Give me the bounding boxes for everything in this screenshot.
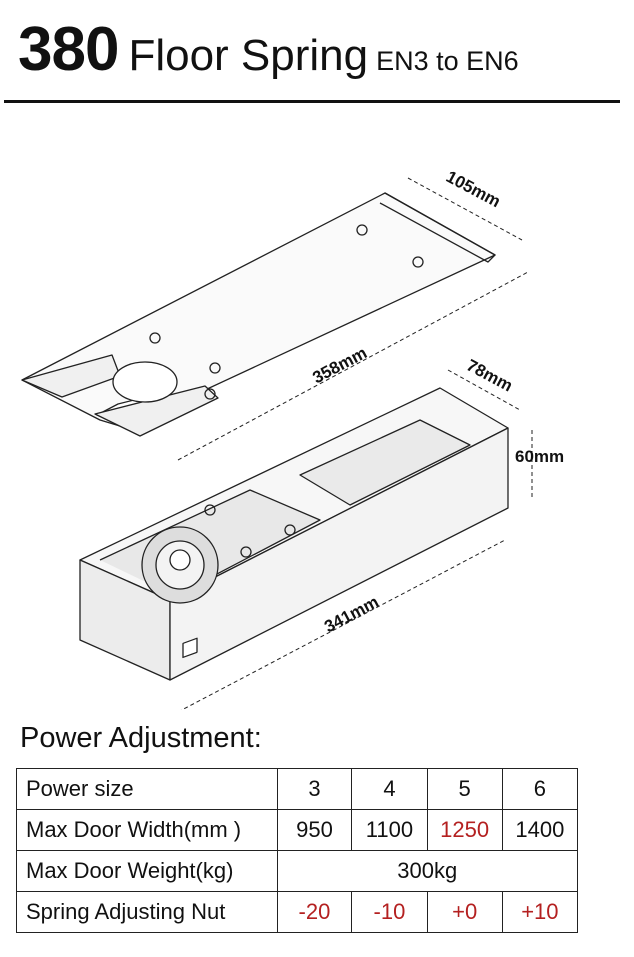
en-rating: EN3 to EN6 — [376, 46, 519, 76]
row-label: Power size — [16, 768, 278, 810]
cell: -20 — [276, 891, 353, 933]
cell: 4 — [351, 768, 428, 810]
cell: +10 — [501, 891, 579, 933]
row-label: Spring Adjusting Nut — [16, 891, 278, 933]
dim-plate-length: 358mm — [309, 343, 370, 387]
cell: 5 — [426, 768, 503, 810]
section-heading: Power Adjustment: — [20, 722, 262, 754]
table-row: Power size 3 4 5 6 — [16, 768, 579, 810]
cell: 6 — [501, 768, 579, 810]
spring-body — [79, 387, 509, 681]
cell: 950 — [276, 809, 353, 851]
cell: 1400 — [501, 809, 579, 851]
cell: 1100 — [351, 809, 428, 851]
row-label: Max Door Weight(kg) — [16, 850, 278, 892]
dim-plate-width: 105mm — [443, 167, 504, 211]
cell: 300kg — [276, 850, 579, 892]
table-row: Spring Adjusting Nut -20 -10 +0 +10 — [16, 891, 579, 933]
cell: -10 — [351, 891, 428, 933]
technical-drawing: 105mm 358mm 78mm 60mm 341mm — [21, 167, 564, 710]
cell: 1250 — [426, 809, 503, 851]
cover-plate — [21, 192, 496, 437]
dim-body-width: 78mm — [463, 356, 515, 396]
table-row: Max Door Weight(kg) 300kg — [16, 850, 579, 892]
cell: +0 — [426, 891, 503, 933]
dim-body-height: 60mm — [515, 447, 564, 466]
table-row: Max Door Width(mm ) 950 1100 1250 1400 — [16, 809, 579, 851]
power-table: Power size 3 4 5 6 Max Door Width(mm ) 9… — [16, 768, 579, 933]
row-label: Max Door Width(mm ) — [16, 809, 278, 851]
title-divider — [4, 100, 620, 103]
cell: 3 — [276, 768, 353, 810]
product-name: Floor Spring — [128, 31, 369, 80]
model-number: 380 — [18, 15, 119, 84]
